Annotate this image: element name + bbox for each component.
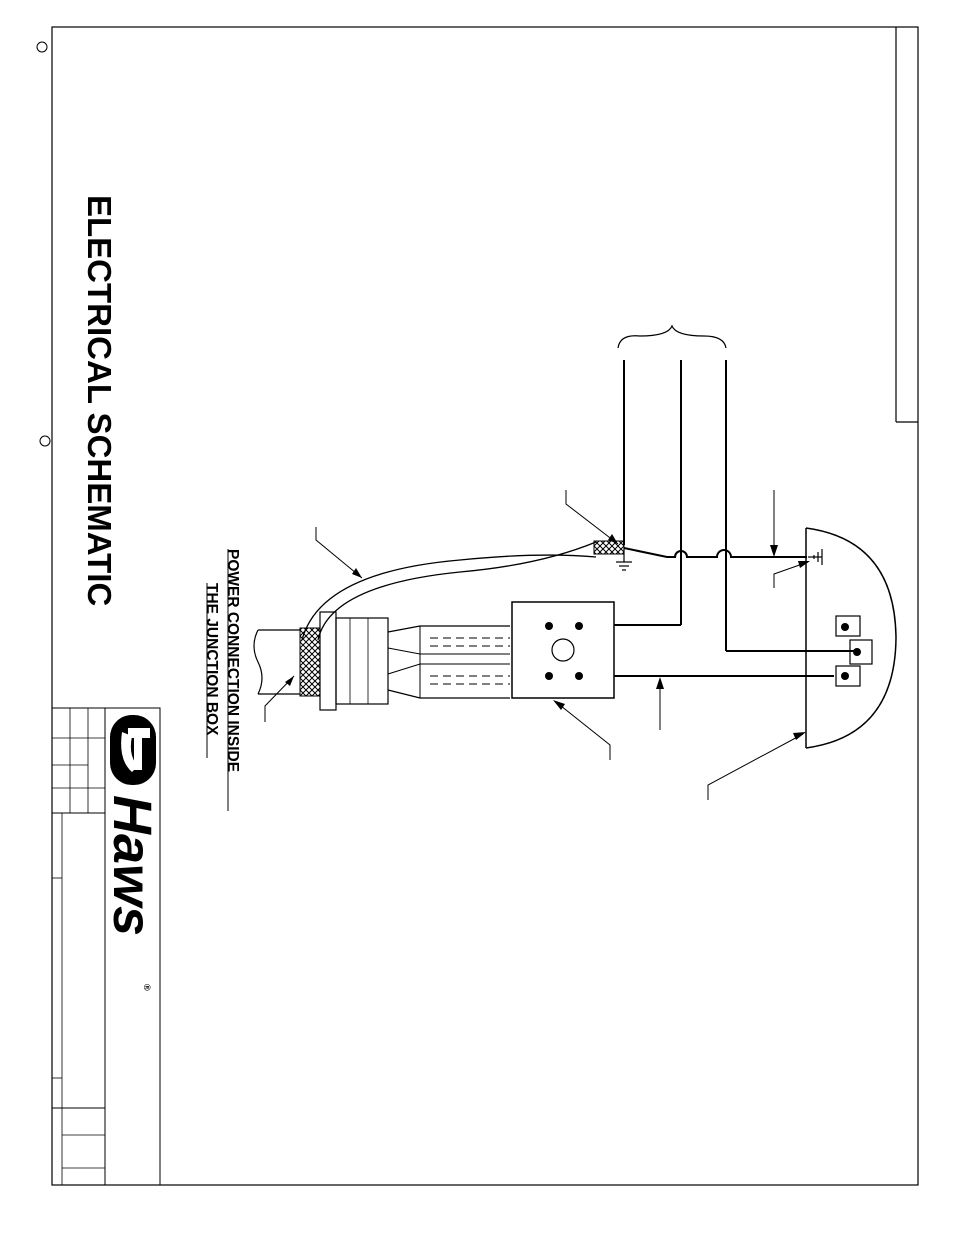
note-line-1: POWER CONNECTION INSIDE <box>224 549 241 772</box>
drawing-title: ELECTRICAL SCHEMATIC <box>81 195 118 606</box>
punch-hole-icon <box>36 41 48 53</box>
sheet-border <box>51 26 919 1186</box>
punch-hole-icon <box>39 435 51 447</box>
power-cord <box>253 540 625 697</box>
note-line-2: THE JUNCTION BOX <box>203 583 220 736</box>
registered-mark: ® <box>142 984 152 991</box>
cord-connector <box>319 611 510 711</box>
terminal-block <box>511 601 834 699</box>
ground-symbol-icon <box>616 548 632 571</box>
pump-housing <box>726 527 897 749</box>
ground-wire <box>623 547 807 558</box>
power-connection-note: POWER CONNECTION INSIDE THE JUNCTION BOX <box>203 549 241 811</box>
haws-wordmark: Haws <box>102 795 162 936</box>
title-block <box>51 707 161 1186</box>
supply-wires <box>617 324 727 651</box>
leader-lines <box>264 490 810 800</box>
haws-logo-icon: Haws ® <box>102 715 162 991</box>
revision-strip <box>895 27 918 423</box>
ground-symbol-icon <box>808 549 823 565</box>
